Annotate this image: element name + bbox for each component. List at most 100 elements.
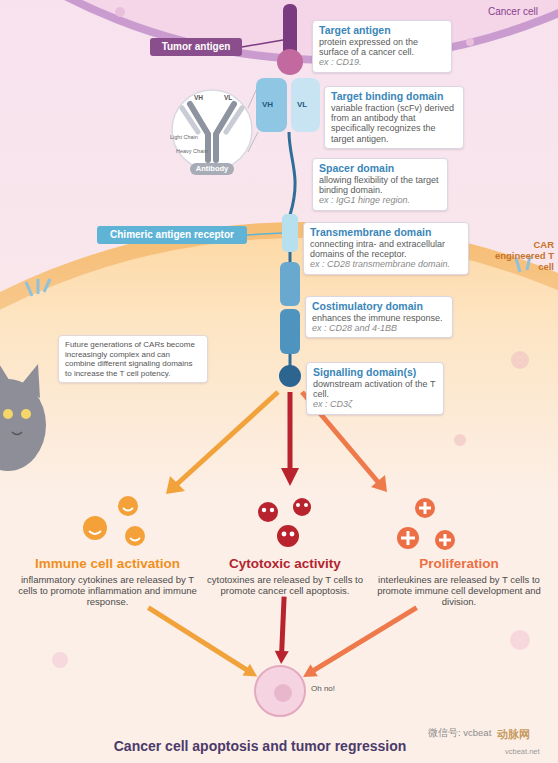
leader-line <box>247 233 282 235</box>
leader-line <box>242 40 283 47</box>
arrow-head <box>371 475 387 492</box>
cell-name: CAR engineered T cell <box>488 240 554 273</box>
linker <box>289 354 292 366</box>
antigen-pill: Tumor antigen <box>150 38 242 56</box>
cytokine-icons <box>83 496 145 546</box>
arrow-shaft <box>282 597 284 653</box>
cytotoxin-icons <box>258 498 311 547</box>
callout-body: variable fraction (scFv) derived from an… <box>331 103 457 144</box>
linker <box>289 252 292 262</box>
arrow-head <box>275 651 289 664</box>
cell-bubble <box>510 630 530 650</box>
vh-domain <box>256 78 287 132</box>
callout-heading: Costimulatory domain <box>312 300 446 313</box>
arrow-shaft <box>312 608 416 672</box>
skull-icon <box>277 525 299 547</box>
costimulatory-segment <box>280 262 300 306</box>
callout-body: connecting intra- and extracellular doma… <box>310 239 462 260</box>
cell-nucleus <box>274 684 292 702</box>
arrow-shaft <box>148 608 248 671</box>
cell-name: Cancer cell <box>488 6 538 17</box>
cancer-cell-body <box>0 0 558 60</box>
callout-body: downstream activation of the T cell. <box>313 379 437 400</box>
diagram-caption: Cancer cell apoptosis and tumor regressi… <box>90 738 430 754</box>
outcome-body: cytotoxines are released by T cells to p… <box>205 575 365 597</box>
domain-tag: VL <box>297 100 307 109</box>
arrow-head <box>242 664 257 677</box>
cell-bubble <box>115 7 125 17</box>
skull-icon <box>258 502 278 522</box>
cat-eye <box>3 409 13 419</box>
domain-tag: VH <box>194 94 203 101</box>
outcome-block: Proliferation interleukines are released … <box>370 556 548 608</box>
arrow-head <box>166 476 185 494</box>
domain-tag: VL <box>224 94 232 101</box>
face-icon <box>118 496 138 516</box>
flow-arrow <box>275 597 289 664</box>
flow-arrow <box>148 608 257 677</box>
outcome-block: Immune cell activationinflammatory cytok… <box>15 556 200 608</box>
callout-box: Target antigenprotein expressed on the s… <box>312 20 452 73</box>
arrow-head <box>281 468 299 486</box>
cat-ear <box>0 362 14 388</box>
outcome-heading: Proliferation <box>370 556 548 573</box>
outcome-body: interleukines are released by T cells to… <box>370 575 548 608</box>
cell-bubble <box>466 38 474 46</box>
domain-tag: VH <box>262 100 273 109</box>
cell-bubble <box>454 434 466 446</box>
cell-outline <box>253 664 307 718</box>
cat-mouth <box>12 432 22 435</box>
callout-box: Spacer domainallowing flexibility of the… <box>312 158 448 211</box>
callout-body: protein expressed on the surface of a ca… <box>319 37 445 58</box>
arrow-shaft <box>176 392 278 485</box>
signalling-domain <box>279 365 301 387</box>
antigen-epitope <box>277 49 303 75</box>
flow-arrow <box>303 608 417 677</box>
cell-membrane <box>255 666 305 716</box>
interleukin-icons <box>397 498 455 550</box>
t-cell-body <box>0 230 558 763</box>
watermark: 微信号: vcbeat <box>428 727 491 740</box>
antibody-circle <box>172 90 252 170</box>
cell-bubble <box>52 652 68 668</box>
chain-label: Heavy Chain <box>176 148 208 154</box>
small-receptor <box>26 279 50 296</box>
cell-bubble <box>511 351 529 369</box>
light-chain <box>182 108 242 132</box>
plus-sign <box>401 502 451 546</box>
note-text: Future generations of CARs become increa… <box>65 340 201 378</box>
callout-body: enhances the immune response. <box>312 313 446 323</box>
callout-example: ex : CD3ζ <box>313 399 437 409</box>
watermark: vcbeat.net <box>505 747 540 756</box>
speech-text: Oh no! <box>311 684 335 693</box>
receptor-pill: Chimeric antigen receptor <box>97 226 247 244</box>
chain-label: Light Chain <box>170 134 198 140</box>
callout-example: ex : IgG1 hinge region. <box>319 195 441 205</box>
cat-eye <box>21 409 31 419</box>
callout-heading: Target antigen <box>319 24 445 37</box>
callout-heading: Target binding domain <box>331 90 457 103</box>
spacer-hinge <box>289 132 295 215</box>
antibody-pill <box>190 163 234 175</box>
pill-text: Tumor antigen <box>150 38 242 56</box>
callout-heading: Spacer domain <box>319 162 441 175</box>
outcome-heading: Cytotoxic activity <box>205 556 365 573</box>
outcome-body: inflammatory cytokines are released by T… <box>15 575 200 608</box>
skull-icon <box>293 498 311 516</box>
cat-illustration <box>0 362 46 471</box>
face-smile <box>89 508 140 541</box>
callout-box: Signalling domain(s)downstream activatio… <box>306 362 444 415</box>
tumor-antigen-stalk <box>283 4 297 56</box>
vl-domain <box>291 78 320 132</box>
callout-heading: Signalling domain(s) <box>313 366 437 379</box>
callout-example: ex : CD19. <box>319 57 445 67</box>
costimulatory-segment <box>280 309 300 354</box>
note-box: Future generations of CARs become increa… <box>58 335 208 383</box>
arrow-head <box>303 664 318 677</box>
antibody-inset <box>172 86 258 175</box>
transmembrane-segment <box>282 214 298 252</box>
callout-box: Target binding domainvariable fraction (… <box>324 86 464 149</box>
callout-heading: Transmembrane domain <box>310 226 462 239</box>
dying-cell: Oh no! <box>253 664 307 718</box>
